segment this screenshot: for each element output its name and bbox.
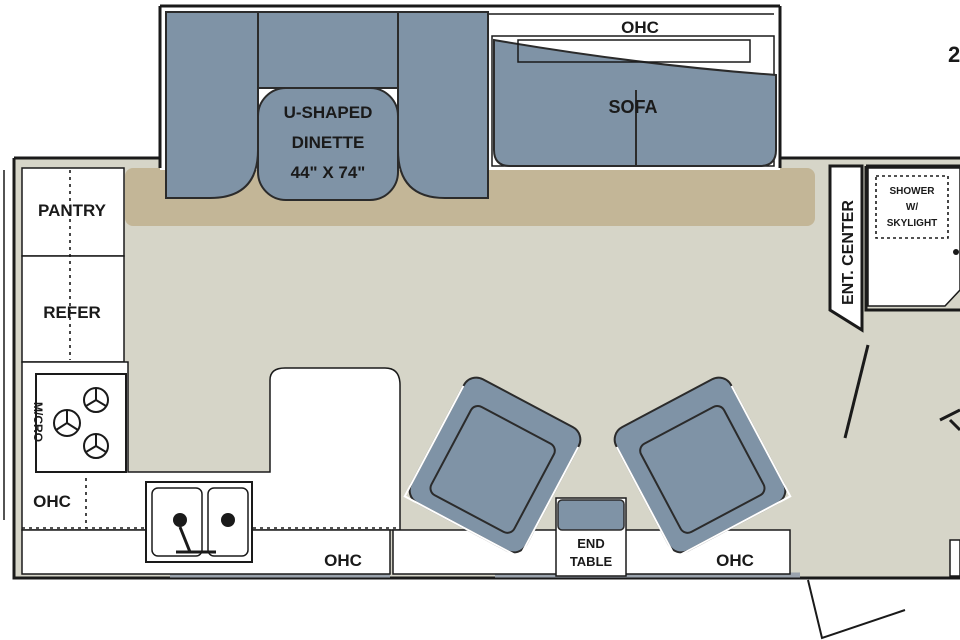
pantry-cabinet [21,167,125,257]
dinette-label-1: U-SHAPED [284,103,373,122]
recliner-left [403,376,582,559]
shower-label-1: SHOWER [890,186,936,197]
dinette-label-2: DINETTE [292,133,365,152]
refer-label: REFER [43,303,101,322]
ohc-top-label: OHC [621,18,659,37]
sofa [491,35,777,167]
pantry-label: PANTRY [38,201,107,220]
end-table-label-2: TABLE [570,554,613,569]
corner-number: 2 [948,42,960,67]
ohc-bottom-mid-label: OHC [324,551,362,570]
shower-skylight [875,175,949,239]
bathroom-wall [864,164,960,312]
sofa-label: SOFA [608,97,657,117]
ohc-bottom-right-label: OHC [716,551,754,570]
sink-icon [145,481,253,563]
ent-center [828,164,864,333]
outer-wall [12,156,960,580]
refer-cabinet [21,255,125,363]
door-swing [843,344,870,439]
end-table-label-1: END [577,536,604,551]
micro-label: M/CRO [31,402,45,442]
shower-label-2: W/ [906,202,918,213]
dinette [165,11,489,201]
burner-icon [53,387,109,459]
shower-label-3: SKYLIGHT [887,218,938,229]
recliner-right [613,376,792,559]
ent-center-label: ENT. CENTER [840,200,857,305]
dinette-label-3: 44" X 74" [291,163,366,182]
entry-door [807,579,906,640]
ohc-left-label: OHC [33,492,71,511]
